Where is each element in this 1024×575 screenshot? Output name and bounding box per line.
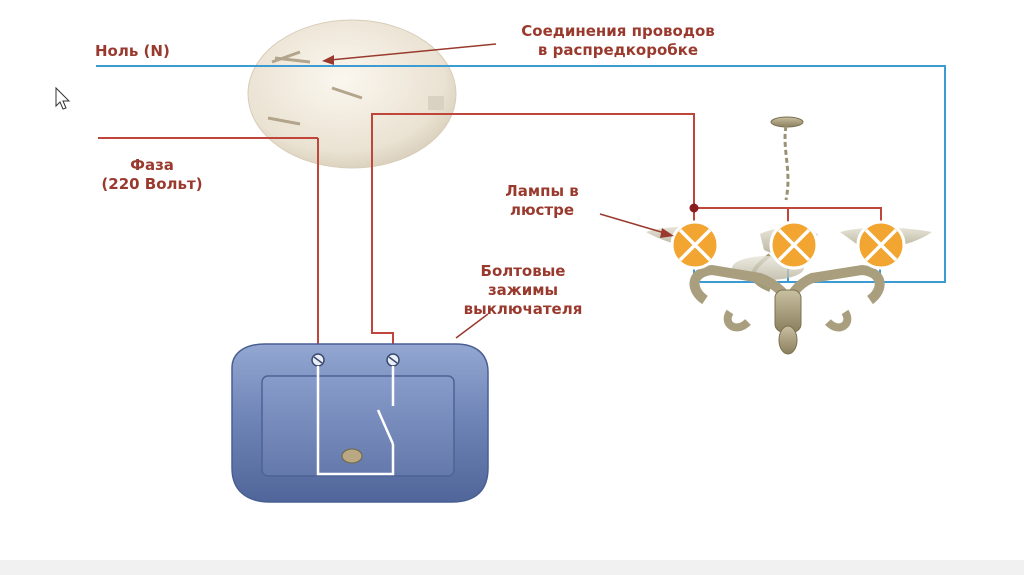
- junction-box: [247, 19, 457, 169]
- lamp-right: [856, 220, 906, 270]
- phase-wire: [98, 137, 319, 358]
- switch-terminal-right: [386, 353, 400, 367]
- junction-label: Соединения проводов в распредкоробке: [488, 22, 748, 60]
- clamps-label-line-2: зажимы: [487, 281, 559, 299]
- clamps-label-line-3: выключателя: [463, 300, 583, 318]
- arrowhead-lamps: [660, 228, 674, 238]
- bottom-strip: [0, 560, 1024, 575]
- clamps-label: Болтовые зажимы выключателя: [440, 262, 606, 319]
- lamps-label-line-2: люстре: [509, 201, 575, 219]
- arrowhead-junction: [322, 55, 334, 65]
- wall-switch: [231, 343, 489, 503]
- clamps-label-line-1: Болтовые: [480, 262, 566, 280]
- lamps-label-line-1: Лампы в: [505, 182, 579, 200]
- mouse-pointer-icon: [55, 86, 71, 110]
- junction-dot: [689, 203, 699, 213]
- phase-label: Фаза (220 Вольт): [82, 156, 222, 194]
- lamp-center: [769, 220, 819, 270]
- junction-label-line-1: Соединения проводов: [521, 22, 715, 40]
- phase-label-line-2: (220 Вольт): [101, 175, 203, 193]
- neutral-label: Ноль (N): [95, 42, 170, 60]
- switch-terminal-left: [311, 353, 325, 367]
- lamps-label: Лампы в люстре: [482, 182, 602, 220]
- lamp-left: [670, 220, 720, 270]
- switch-contact-path: [316, 366, 395, 476]
- phase-label-line-1: Фаза: [130, 156, 174, 174]
- junction-label-line-2: в распредкоробке: [537, 41, 699, 59]
- leader-lines: [329, 43, 669, 339]
